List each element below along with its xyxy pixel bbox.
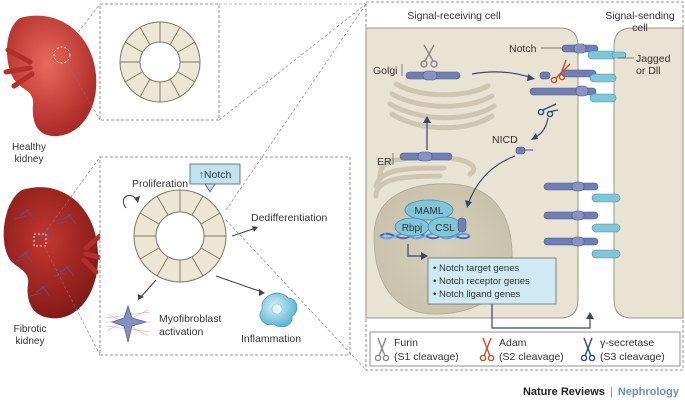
dedifferentiation-label: Dedifferentiation [251, 212, 327, 224]
inflammation-label: Inflammation [241, 333, 301, 345]
fibrotic-kidney-label-2: kidney [16, 336, 45, 347]
healthy-kidney-label-2: kidney [15, 154, 44, 165]
inflammation-icon [259, 292, 298, 328]
journal-subject: Nephrology [617, 386, 679, 398]
healthy-kidney-label-1: Healthy [12, 142, 46, 153]
jagged-label-2: or Dll [636, 65, 661, 77]
notch-receptor-3 [529, 85, 617, 103]
maml-label: MAML [415, 206, 444, 217]
rbpj-label: Rbpj [402, 223, 423, 234]
legend-adam-name: Adam [499, 337, 527, 349]
journal-name: Nature Reviews [522, 386, 605, 398]
fibrotic-kidney [3, 187, 105, 319]
signal-sending-cell [613, 27, 684, 319]
er-notch-precursor [399, 151, 453, 162]
adam-scissors-icon [550, 59, 571, 84]
target-genes-item-1: • Notch target genes [433, 263, 519, 274]
legend-adam-detail: (S2 cleavage) [499, 351, 564, 363]
notch-label: Notch [509, 43, 537, 55]
legend-furin-icon [374, 337, 390, 362]
transcription-complex [394, 199, 467, 238]
csl-label: CSL [435, 223, 455, 234]
scissors-legend [369, 331, 681, 367]
legend-adam-icon [479, 337, 495, 362]
target-genes-item-2: • Notch receptor genes [433, 276, 530, 287]
target-genes-item-3: • Notch ligand genes [433, 289, 521, 300]
legend-furin-detail: (S1 cleavage) [394, 351, 459, 363]
golgi-label: Golgi [373, 65, 398, 77]
journal-separator: | [609, 386, 613, 398]
golgi-apparatus [387, 81, 497, 131]
signal-receiving-cell-label: Signal-receiving cell [407, 10, 500, 22]
er-label: ER [377, 156, 392, 168]
furin-scissors-icon [420, 44, 438, 68]
gamma-secretase-scissors-icon [537, 103, 559, 118]
myofibroblast-label-2: activation [159, 326, 204, 338]
notch-up-label: ↑Notch [199, 169, 232, 181]
legend-furin-name: Furin [394, 337, 418, 349]
nicd-fragment [515, 146, 526, 155]
nicd-label: NICD [492, 134, 518, 146]
notch-up-callout: ↑Notch [189, 163, 241, 193]
notch-receptor-2 [539, 69, 617, 83]
healthy-kidney [3, 15, 97, 137]
signal-sending-cell-label-1: Signal-sending [605, 10, 675, 22]
jagged-ligands-membrane [591, 193, 621, 259]
journal-credit: Nature Reviews | Nephrology [523, 386, 679, 398]
notch-receptors-membrane [543, 181, 599, 247]
legend-gamma-secretase-name: γ-secretase [600, 337, 654, 349]
myofibroblast-label-1: Myofibroblast [159, 313, 222, 325]
fibrotic-kidney-label-1: Fibrotic [14, 324, 47, 335]
myofibroblast-icon [105, 304, 151, 343]
fibrotic-tubule-ring [133, 189, 227, 283]
signal-sending-cell-label-2: cell [632, 22, 648, 34]
legend-gamma-secretase-icon [580, 337, 596, 362]
proliferation-label: Proliferation [132, 178, 188, 190]
jagged-label-1: Jagged [636, 53, 671, 65]
healthy-tubule-ring [119, 21, 201, 103]
nicd-bound [457, 217, 467, 233]
target-genes-box: • Notch target genes • Notch receptor ge… [427, 257, 557, 305]
golgi-notch-precursor [405, 70, 461, 81]
legend-gamma-secretase-detail: (S3 cleavage) [600, 351, 665, 363]
maml-protein [404, 199, 454, 221]
notch-receptor-1 [561, 43, 599, 54]
